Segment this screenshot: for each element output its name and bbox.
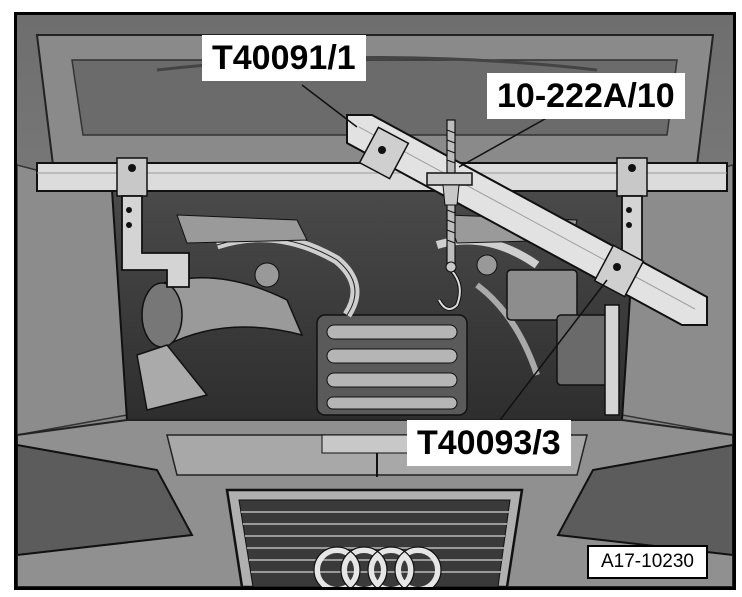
support-bridge-crossbar — [36, 162, 728, 192]
diagram-frame: T40091/1 10-222A/10 T40093/3 A17-10230 — [14, 12, 736, 590]
engine-bay — [110, 189, 639, 421]
callout-t40093-3: T40093/3 — [407, 420, 571, 466]
figure-reference: A17-10230 — [587, 545, 708, 579]
spindle-with-hook — [426, 119, 473, 311]
callout-10-222a-10: 10-222A/10 — [487, 73, 685, 119]
callout-t40091-1: T40091/1 — [202, 35, 366, 81]
audi-rings-logo — [314, 547, 441, 587]
diagonal-beam — [346, 114, 708, 326]
leader-lines — [301, 84, 608, 421]
support-bracket-left — [116, 157, 190, 288]
support-bracket-right — [604, 157, 648, 416]
